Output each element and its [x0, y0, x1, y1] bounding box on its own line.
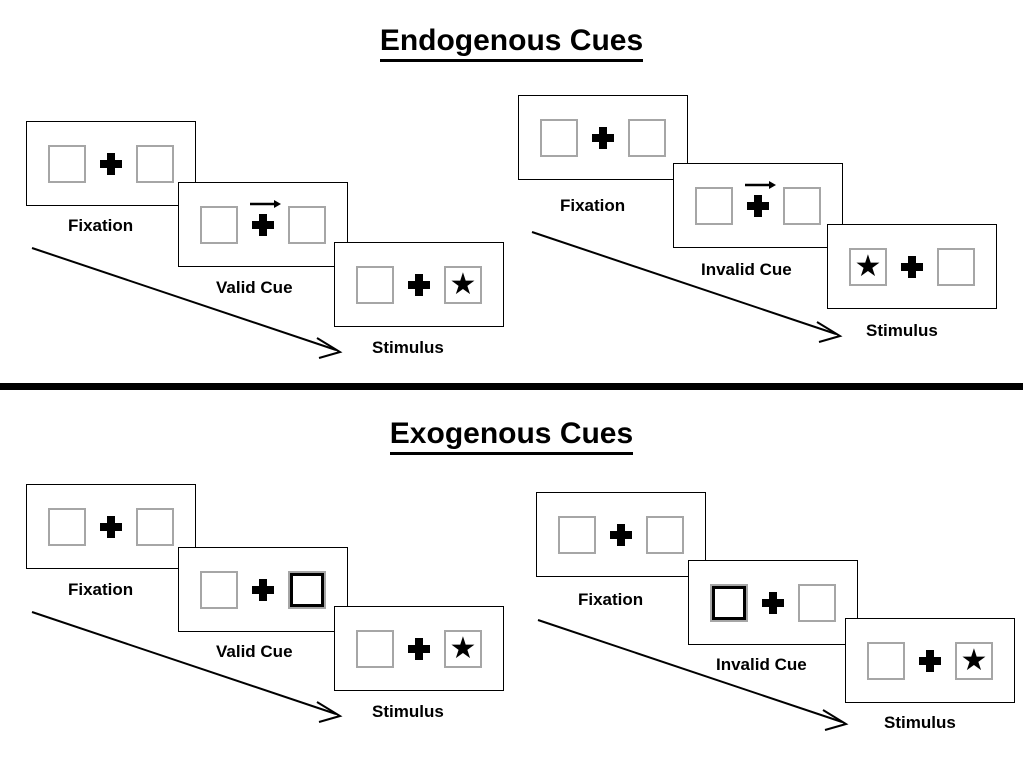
section-heading-exogenous: Exogenous Cues — [0, 417, 1023, 455]
fixation-cross-icon — [100, 152, 122, 175]
frame-content: ★ — [335, 607, 503, 690]
target-box-left — [48, 144, 86, 183]
target-box-right — [136, 144, 174, 183]
star-icon: ★ — [449, 267, 477, 301]
fixation-cross-icon — [100, 515, 122, 538]
target-box-right — [646, 515, 684, 554]
frame-content — [519, 96, 687, 179]
caption-invalid-cue-exogenous: Invalid Cue — [716, 655, 807, 674]
target-box-left-cued — [710, 583, 748, 622]
fixation-cross-icon — [592, 126, 614, 149]
target-box-right — [937, 247, 975, 286]
caption-stimulus-endogenous-invalid: Stimulus — [866, 321, 938, 340]
frame-content — [27, 485, 195, 568]
section-heading-exogenous-text: Exogenous Cues — [389, 417, 634, 455]
time-arrow-exogenous-valid — [31, 611, 343, 723]
frame-content — [689, 561, 857, 644]
frame-content — [179, 548, 347, 631]
trial-frame-fixation-endogenous-invalid — [518, 95, 688, 180]
caption-stimulus-exogenous-invalid: Stimulus — [884, 713, 956, 732]
caption-stimulus-endogenous-valid: Stimulus — [372, 338, 444, 357]
caption-fixation-endogenous-invalid: Fixation — [560, 196, 626, 215]
trial-frame-fixation-endogenous-valid — [26, 121, 196, 206]
frame-content: ★ — [846, 619, 1014, 702]
trial-frame-stimulus-exogenous-invalid: ★ — [845, 618, 1015, 703]
target-box-left — [200, 205, 238, 244]
target-box-left: ★ — [849, 247, 887, 286]
trial-frame-valid-cue-exogenous — [178, 547, 348, 632]
trial-frame-valid-cue-endogenous — [178, 182, 348, 267]
fixation-cross-icon — [252, 578, 274, 601]
target-box-right — [783, 186, 821, 225]
target-box-right-cued — [288, 570, 326, 609]
caption-fixation-exogenous-valid: Fixation — [68, 580, 134, 599]
frame-content — [27, 122, 195, 205]
trial-frame-stimulus-exogenous-valid: ★ — [334, 606, 504, 691]
target-box-left — [356, 265, 394, 304]
frame-content — [179, 183, 347, 266]
time-arrow-endogenous-valid — [31, 247, 343, 359]
frame-content — [674, 164, 842, 247]
time-arrow-exogenous-invalid — [537, 619, 849, 731]
caption-valid-cue-endogenous: Valid Cue — [216, 278, 293, 297]
trial-frame-stimulus-endogenous-invalid: ★ — [827, 224, 997, 309]
cue-arrow-right-icon — [250, 199, 281, 208]
target-box-right: ★ — [444, 629, 482, 668]
fixation-cross-icon — [919, 649, 941, 672]
frame-content: ★ — [335, 243, 503, 326]
trial-frame-invalid-cue-exogenous — [688, 560, 858, 645]
trial-frame-fixation-exogenous-valid — [26, 484, 196, 569]
fixation-cross-icon — [250, 199, 281, 236]
cue-arrow-right-icon — [745, 180, 776, 189]
target-box-left — [48, 507, 86, 546]
section-divider — [0, 383, 1023, 390]
target-box-left — [558, 515, 596, 554]
target-box-left — [540, 118, 578, 157]
target-box-right — [628, 118, 666, 157]
star-icon: ★ — [449, 631, 477, 665]
section-heading-endogenous-text: Endogenous Cues — [379, 24, 644, 62]
section-heading-endogenous: Endogenous Cues — [0, 24, 1023, 62]
caption-valid-cue-exogenous: Valid Cue — [216, 642, 293, 661]
caption-invalid-cue-endogenous: Invalid Cue — [701, 260, 792, 279]
fixation-cross-icon — [901, 255, 923, 278]
target-box-left — [356, 629, 394, 668]
frame-content — [537, 493, 705, 576]
trial-frame-fixation-exogenous-invalid — [536, 492, 706, 577]
fixation-cross-icon — [408, 273, 430, 296]
frame-content: ★ — [828, 225, 996, 308]
fixation-cross-icon — [745, 180, 776, 217]
fixation-cross-icon — [610, 523, 632, 546]
star-icon: ★ — [960, 643, 988, 677]
target-box-right: ★ — [955, 641, 993, 680]
time-arrow-endogenous-invalid — [531, 231, 843, 343]
target-box-left — [867, 641, 905, 680]
target-box-right — [798, 583, 836, 622]
target-box-left — [200, 570, 238, 609]
caption-fixation-endogenous-valid: Fixation — [68, 216, 134, 235]
target-box-right — [288, 205, 326, 244]
trial-frame-stimulus-endogenous-valid: ★ — [334, 242, 504, 327]
target-box-right — [136, 507, 174, 546]
caption-fixation-exogenous-invalid: Fixation — [578, 590, 644, 609]
fixation-cross-icon — [408, 637, 430, 660]
fixation-cross-icon — [762, 591, 784, 614]
caption-stimulus-exogenous-valid: Stimulus — [372, 702, 444, 721]
star-icon: ★ — [854, 249, 882, 283]
target-box-right: ★ — [444, 265, 482, 304]
trial-frame-invalid-cue-endogenous — [673, 163, 843, 248]
target-box-left — [695, 186, 733, 225]
